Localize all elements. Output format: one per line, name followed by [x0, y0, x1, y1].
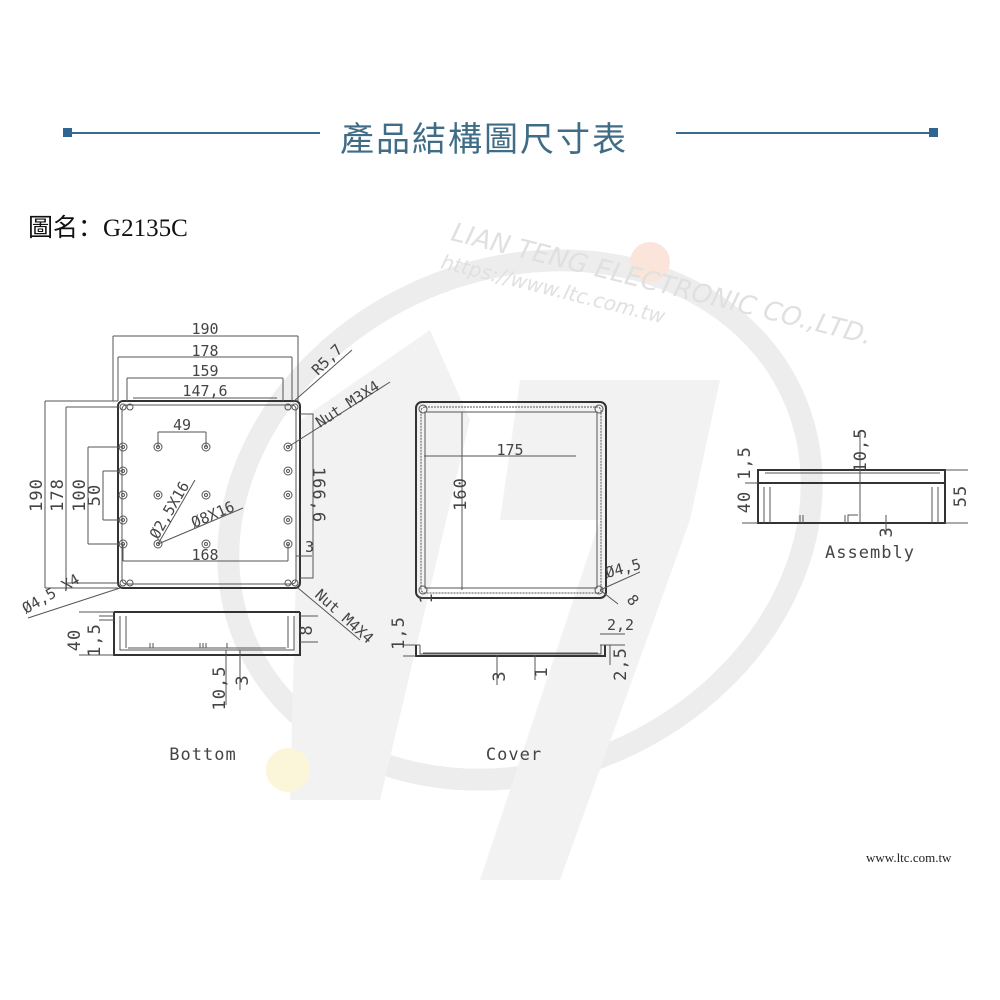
header-square-left	[63, 128, 72, 137]
dim-178-height: 178	[48, 478, 68, 512]
assembly-dim-1-5: 1,5	[735, 446, 755, 480]
corner-holes	[119, 403, 299, 587]
boss-hole	[153, 490, 163, 500]
boss-hole	[286, 493, 290, 497]
boss-hole	[204, 542, 208, 546]
dim-190-width: 190	[191, 320, 218, 338]
cover-side-view: 1,5 2,2 2,5 3 1	[389, 616, 634, 685]
header-line-left	[70, 132, 320, 134]
cover-side-2-2: 2,2	[607, 616, 634, 634]
boss-hole	[286, 469, 290, 473]
side-dim-1-5: 1,5	[85, 623, 105, 657]
assembly-dim-55: 55	[951, 485, 971, 507]
boss-hole	[283, 490, 293, 500]
cover-side-2-5: 2,5	[611, 647, 631, 681]
dim-49: 49	[173, 416, 191, 434]
footer-url[interactable]: www.ltc.com.tw	[866, 850, 952, 865]
dim-159: 159	[191, 362, 218, 380]
assembly-dim-10-5: 10,5	[851, 428, 871, 473]
side-dim-3: 3	[233, 674, 253, 685]
boss-hole	[201, 539, 211, 549]
boss-hole	[286, 518, 290, 522]
dim-50: 50	[85, 484, 105, 506]
side-dim-8: 8	[297, 624, 317, 635]
boss-hole	[121, 493, 125, 497]
dim-168: 168	[191, 546, 218, 564]
section-header: 產品結構圖尺寸表	[0, 108, 1000, 160]
dim-175: 175	[496, 441, 523, 459]
boss-hole	[283, 442, 293, 452]
boss-hole	[283, 515, 293, 525]
bottom-side-view: 40 1,5 8 10,5 3	[65, 611, 318, 711]
boss-hole	[153, 539, 163, 549]
figure-name-label: 圖名：	[28, 215, 104, 242]
dim-190-height: 190	[27, 478, 47, 512]
dim-178-width: 178	[191, 342, 218, 360]
boss-hole	[204, 493, 208, 497]
assembly-view: 10,5 1,5 40 55 3 Assembly	[735, 428, 971, 563]
header-line-right	[676, 132, 931, 134]
header-square-right	[929, 128, 938, 137]
dim-160: 160	[451, 477, 471, 511]
side-dim-40: 40	[65, 629, 85, 651]
cover-side-1-5: 1,5	[389, 616, 409, 650]
boss-hole	[201, 490, 211, 500]
cover-label: Cover	[486, 745, 542, 765]
cover-side-3: 3	[490, 670, 510, 681]
mounting-bosses	[118, 442, 293, 549]
boss-hole	[156, 542, 160, 546]
model-number: G2135C	[103, 215, 188, 242]
boss-hole	[118, 490, 128, 500]
assembly-dim-40: 40	[735, 491, 755, 513]
assembly-dim-3: 3	[877, 526, 897, 537]
boss-hole	[156, 493, 160, 497]
bottom-label: Bottom	[169, 745, 236, 765]
cover-side-1: 1	[532, 666, 552, 677]
page-title: 產品結構圖尺寸表	[340, 120, 628, 160]
figure-name: 圖名：G2135C	[28, 208, 188, 244]
cover-dim-1: 1	[417, 592, 437, 603]
boss-hole	[286, 445, 290, 449]
dim-166-6: 166,6	[308, 467, 328, 523]
dim-100: 100	[70, 478, 90, 512]
side-dim-10-5: 10,5	[210, 666, 230, 711]
boss-hole	[283, 466, 293, 476]
assembly-label: Assembly	[825, 543, 915, 563]
dim-147-6: 147,6	[182, 382, 227, 400]
dim-3: 3	[305, 538, 314, 556]
